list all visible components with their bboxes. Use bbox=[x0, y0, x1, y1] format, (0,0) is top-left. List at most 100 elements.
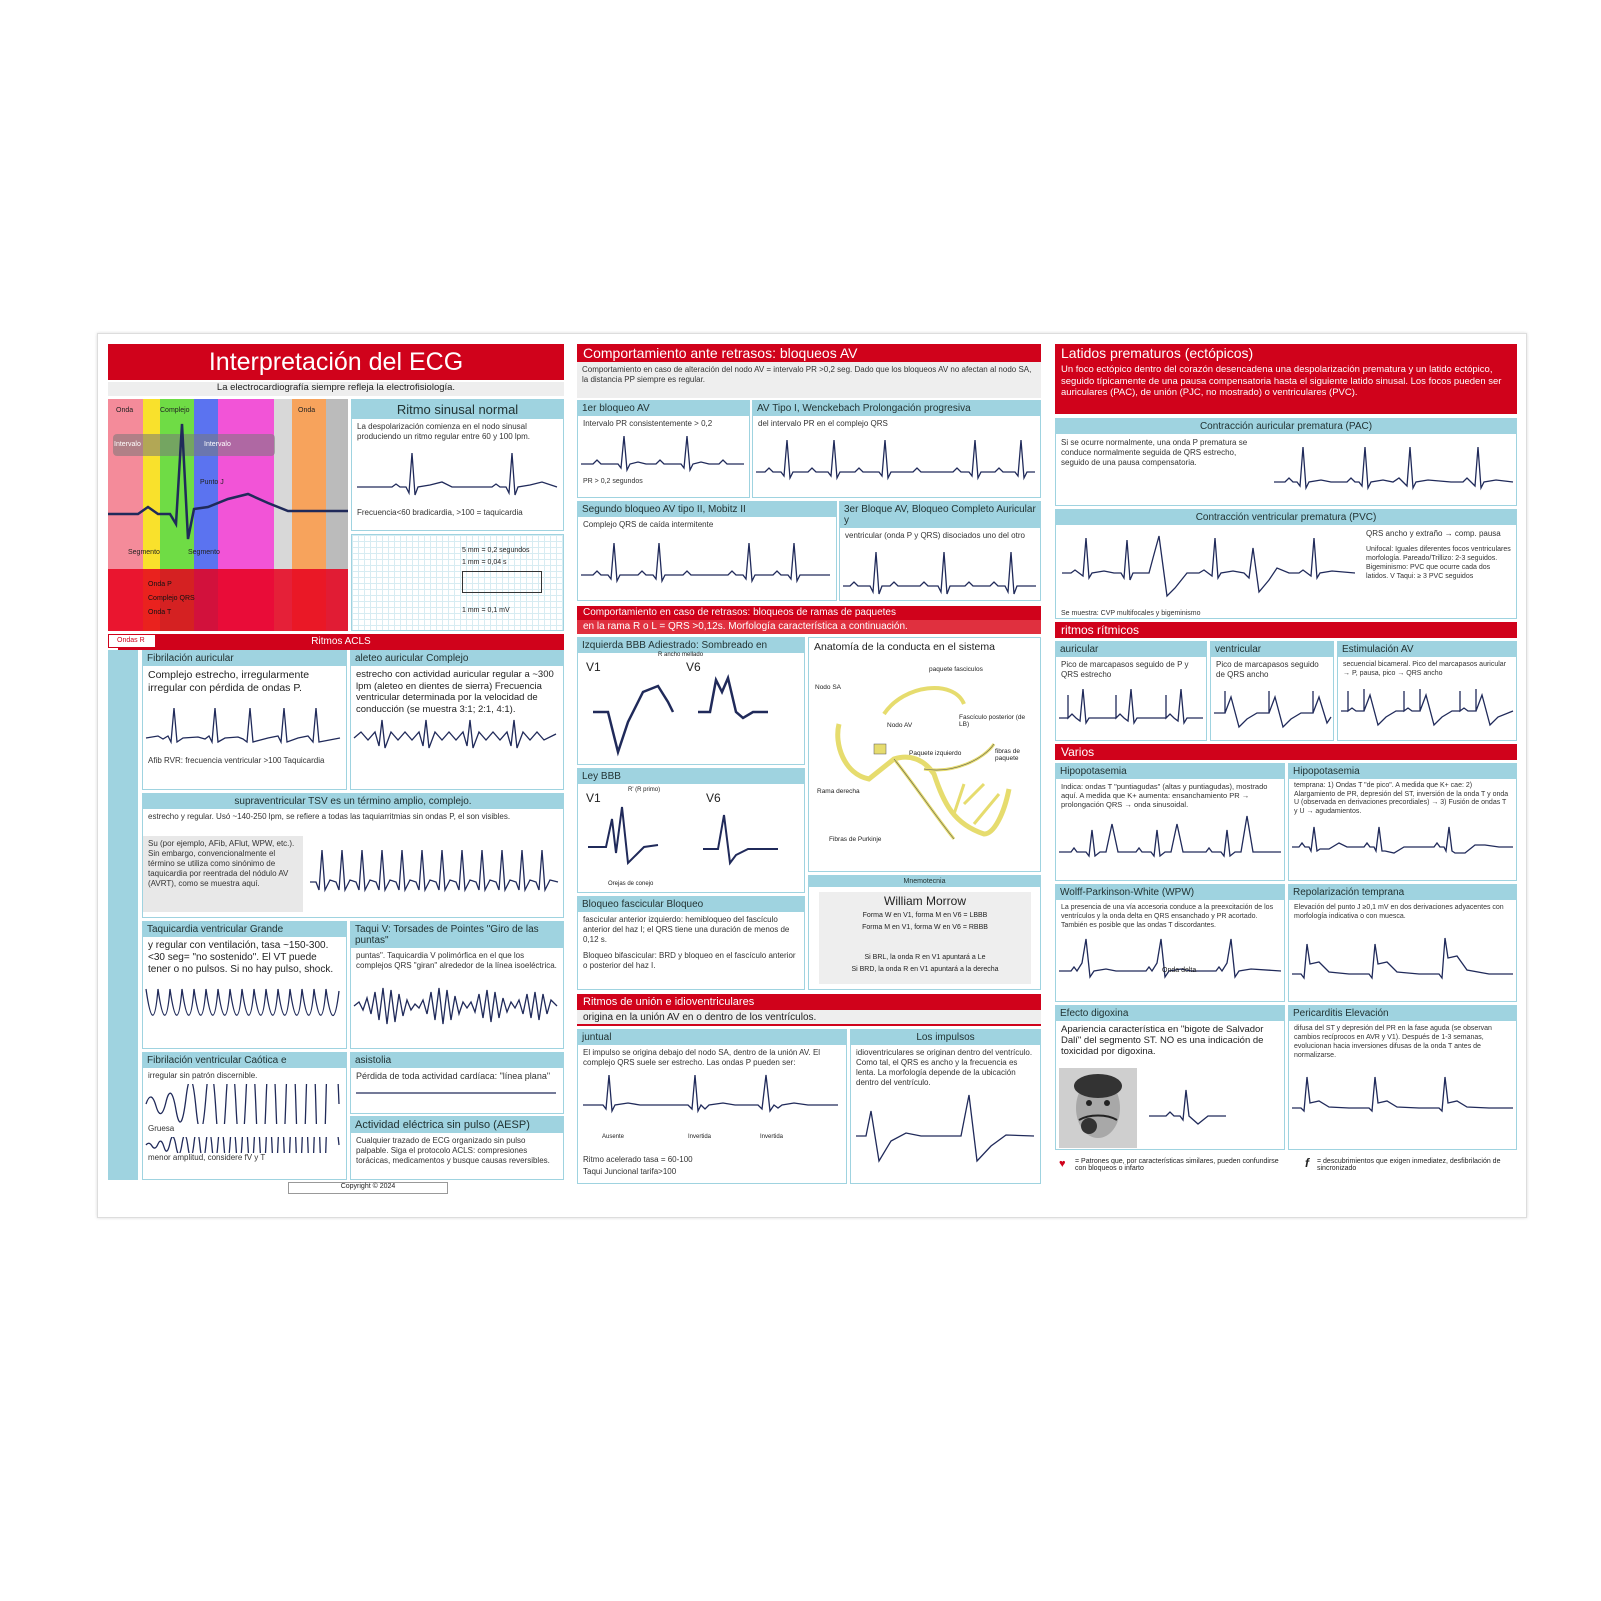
av-block-2-text: del intervalo PR en el complejo QRS bbox=[758, 419, 888, 428]
rbbb-label-1: R' (R primo) bbox=[628, 787, 661, 793]
shock-icon: f bbox=[1305, 1156, 1309, 1170]
sinus-title: Ritmo sinusal normal bbox=[352, 400, 563, 419]
wave-label-punto-j: Punto J bbox=[200, 479, 224, 486]
torsade-text: puntas". Taquicardia V polimórfica en el… bbox=[356, 951, 557, 970]
paced-av-title: Estimulación AV bbox=[1338, 642, 1516, 657]
paced-atrial-title: auricular bbox=[1056, 642, 1206, 657]
idioventricular-box: Los impulsos idioventriculares se origin… bbox=[850, 1029, 1041, 1184]
afib-title: Fibrilación auricular bbox=[143, 651, 346, 666]
vfib-title: Fibrilación ventricular Caótica e bbox=[143, 1053, 346, 1068]
flutter-text: estrecho con actividad auricular regular… bbox=[356, 669, 554, 715]
svt-bar: supraventricular TSV es un término ampli… bbox=[143, 794, 563, 809]
wave-label-segmento-1: Segmento bbox=[128, 549, 160, 556]
grid-cal-5mm: 5 mm = 0,2 segundos bbox=[462, 547, 530, 554]
grid-cal-mv: 1 mm = 0,1 mV bbox=[462, 607, 510, 614]
bbb-title: Comportamiento en caso de retrasos: bloq… bbox=[577, 606, 1041, 620]
digoxin-title: Efecto digoxina bbox=[1056, 1006, 1284, 1021]
rbbb-title: Ley BBB bbox=[578, 769, 804, 784]
pericarditis-title: Pericarditis Elevación bbox=[1289, 1006, 1516, 1021]
hyperkalemia-text: Indica: ondas T "puntiagudas" (altas y p… bbox=[1061, 782, 1268, 809]
fascicular-text-2: Bloqueo bifascicular: BRD y bloqueo en e… bbox=[583, 951, 796, 970]
wave-label-onda: Onda bbox=[116, 407, 134, 414]
junctional-foot-2: Taqui Juncional tarifa>100 bbox=[583, 1167, 677, 1176]
vfib-box: Fibrilación ventricular Caótica e irregu… bbox=[142, 1052, 347, 1180]
legend: ♥ = Patrones que, por características si… bbox=[1055, 1154, 1517, 1184]
grid-cal-1mm: 1 mm = 0,04 s bbox=[462, 559, 507, 566]
junctional-foot-1: Ritmo acelerado tasa = 60-100 bbox=[583, 1155, 693, 1164]
sinus-rhythm-box: Ritmo sinusal normal La despolarización … bbox=[351, 399, 564, 531]
vtach-title: Taquicardia ventricular Grande bbox=[143, 922, 346, 937]
idioventricular-text: idioventriculares se originan dentro del… bbox=[856, 1048, 1033, 1087]
main-title: Interpretación del ECG bbox=[108, 344, 564, 380]
torsade-title: Taqui V: Torsades de Pointes "Giro de la… bbox=[351, 922, 563, 948]
digoxin-box: Efecto digoxina Apariencia característic… bbox=[1055, 1005, 1285, 1150]
anat-label-4: fibras de paquete bbox=[995, 748, 1020, 762]
mobitz-2-title: Segundo bloqueo AV tipo II, Mobitz II bbox=[578, 502, 836, 517]
ectopic-title: Latidos prematuros (ectópicos) bbox=[1055, 344, 1517, 362]
vfib-text: irregular sin patrón discernible. bbox=[148, 1071, 258, 1080]
grid-calibration-box: 5 mm = 0,2 segundos 1 mm = 0,04 s 1 mm =… bbox=[351, 534, 564, 631]
pac-box: Contracción auricular prematura (PAC) Si… bbox=[1055, 418, 1517, 506]
paced-atrial-box: auricular Pico de marcapasos seguido de … bbox=[1055, 641, 1207, 741]
wpw-label: Onda delta bbox=[1162, 967, 1197, 974]
acls-tag: Ondas R bbox=[108, 634, 156, 648]
pea-title: Actividad eléctrica sin pulso (AESP) bbox=[351, 1117, 563, 1133]
junctional-sub: origina en la unión AV en o dentro de lo… bbox=[577, 1010, 1041, 1026]
asystole-title: asistolia bbox=[351, 1053, 563, 1068]
lbbb-v1: V1 bbox=[586, 660, 601, 674]
paced-atrial-text: Pico de marcapasos seguido de P y QRS es… bbox=[1061, 660, 1189, 679]
hyperkalemia-title: Hipopotasemia bbox=[1056, 764, 1284, 779]
wpw-title: Wolff-Parkinson-White (WPW) bbox=[1056, 885, 1284, 900]
rbbb-v6: V6 bbox=[706, 791, 721, 805]
pvc-foot: Se muestra: CVP multifocales y bigeminis… bbox=[1061, 610, 1201, 617]
fascicular-title: Bloqueo fascicular Bloqueo bbox=[578, 897, 804, 912]
vtach-box: Taquicardia ventricular Grande y regular… bbox=[142, 921, 347, 1049]
junctional-text: El impulso se origina debajo del nodo SA… bbox=[583, 1048, 821, 1067]
afib-box: Fibrilación auricular Complejo estrecho,… bbox=[142, 650, 347, 790]
idioventricular-title: Los impulsos bbox=[851, 1030, 1040, 1045]
pvc-box: Contracción ventricular prematura (PVC) … bbox=[1055, 509, 1517, 619]
third-degree-title: 3er Bloque AV, Bloqueo Completo Auricula… bbox=[840, 502, 1040, 528]
pac-title: Contracción auricular prematura (PAC) bbox=[1056, 419, 1516, 434]
wave-label-complejo: Complejo bbox=[160, 407, 190, 414]
fascicular-text: fascicular anterior izquierdo: hemibloqu… bbox=[583, 915, 790, 944]
flutter-title: aleteo auricular Complejo bbox=[351, 651, 563, 666]
wave-label-intervalo-1: Intervalo bbox=[114, 441, 141, 448]
av-block-2-title: AV Tipo I, Wenckebach Prolongación progr… bbox=[753, 401, 1040, 416]
svt-box: supraventricular TSV es un término ampli… bbox=[142, 793, 564, 918]
rbbb-box: Ley BBB V1 V6 R' (R primo) Orejas de con… bbox=[577, 768, 805, 893]
anat-label-2: Nodo AV bbox=[887, 722, 913, 729]
wpw-box: Wolff-Parkinson-White (WPW) La presencia… bbox=[1055, 884, 1285, 1002]
anat-label-5: Paquete izquierdo bbox=[909, 750, 962, 757]
ectopic-intro: Un foco ectópico dentro del corazón dese… bbox=[1055, 362, 1517, 414]
av-title: Comportamiento ante retrasos: bloqueos A… bbox=[577, 344, 1041, 362]
pericarditis-box: Pericarditis Elevación difusa del ST y d… bbox=[1288, 1005, 1517, 1150]
digoxin-text: Apariencia característica en "bigote de … bbox=[1061, 1024, 1264, 1057]
morrow-line-1: Forma W en V1, forma M en V6 = LBBB bbox=[862, 912, 988, 919]
third-degree-text: ventricular (onda P y QRS) disociados un… bbox=[845, 531, 1025, 540]
av-block-1-box: 1er bloqueo AV Intervalo PR consistentem… bbox=[577, 400, 750, 498]
main-subtitle: La electrocardiografía siempre refleja l… bbox=[108, 382, 564, 396]
lbbb-label: R ancho mellado bbox=[658, 652, 704, 658]
av-intro: Comportamiento en caso de alteración del… bbox=[577, 362, 1041, 398]
mobitz-2-box: Segundo bloqueo AV tipo II, Mobitz II Co… bbox=[577, 501, 837, 601]
morrow-line-3: Si BRL, la onda R en V1 apuntará a Le bbox=[864, 954, 986, 961]
third-degree-box: 3er Bloque AV, Bloqueo Completo Auricula… bbox=[839, 501, 1041, 601]
junctional-box-title: juntual bbox=[578, 1030, 846, 1045]
side-ruler bbox=[108, 650, 138, 1180]
vfib-label-fine: menor amplitud, considere fV y T bbox=[148, 1153, 266, 1162]
hypokalemia-box: Hipopotasemia temprana: 1) Ondas T "de p… bbox=[1288, 763, 1517, 881]
pac-text: Si se ocurre normalmente, una onda P pre… bbox=[1061, 438, 1248, 467]
wave-bottom-1: Onda P bbox=[148, 581, 172, 588]
junctional-title: Ritmos de unión e idioventriculares bbox=[577, 994, 1041, 1010]
wpw-text: La presencia de una vía accesoria conduc… bbox=[1061, 904, 1274, 929]
morrow-title: William Morrow bbox=[884, 894, 966, 908]
early-repol-box: Repolarización temprana Elevación del pu… bbox=[1288, 884, 1517, 1002]
morrow-bar: Mnemotecnia bbox=[809, 876, 1040, 887]
paced-ventricular-title: ventricular bbox=[1211, 642, 1333, 657]
anat-label-7: Fibras de Purkinje bbox=[829, 836, 882, 843]
misc-title: Varios bbox=[1055, 744, 1517, 760]
wave-label-onda-t: Onda bbox=[298, 407, 316, 414]
morrow-line-4: Si BRD, la onda R en V1 apuntará a la de… bbox=[851, 966, 999, 973]
dali-portrait bbox=[1059, 1068, 1137, 1148]
